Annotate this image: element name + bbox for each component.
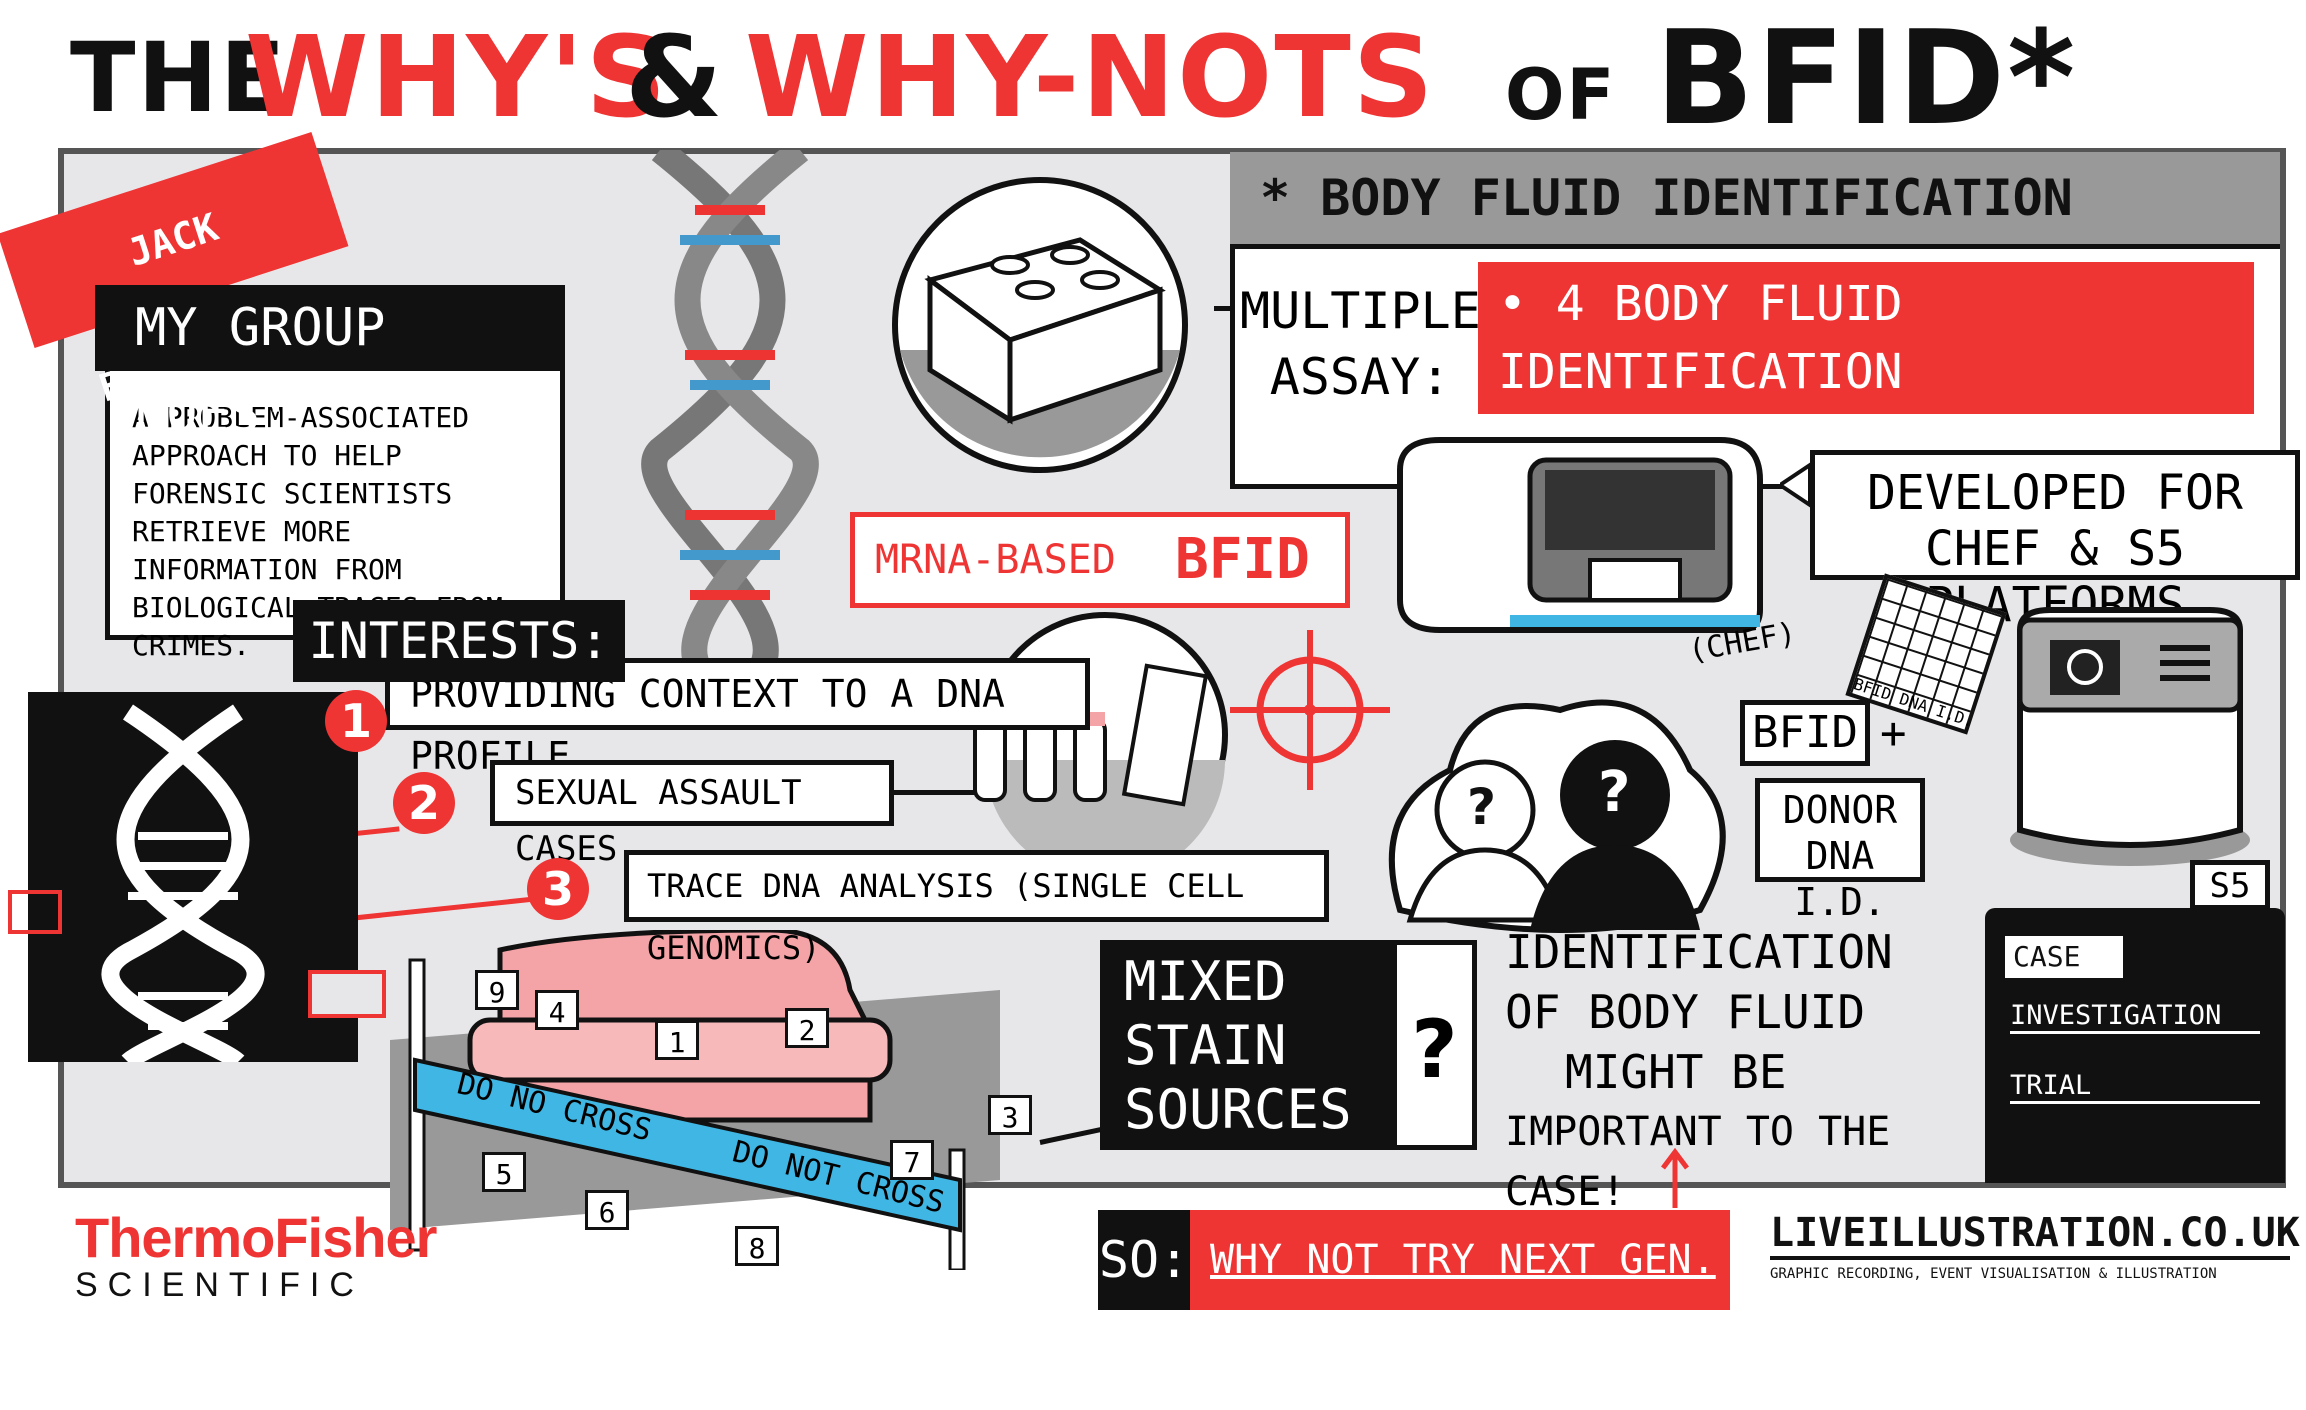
xray-clip-right [308,970,386,1018]
people-plus: + [1880,708,1907,759]
identification-line3: MIGHT BE [1565,1045,1787,1099]
evidence-marker-1: 1 [655,1020,699,1060]
illustration-credit: LIVEILLUSTRATION.CO.UK GRAPHIC RECORDING… [1770,1210,2300,1282]
title-ampersand: & [625,13,725,143]
case-folder: CASE INVESTIGATION TRIAL [1985,908,2285,1183]
case-tab: CASE [2005,936,2123,978]
developed-line2: CHEF & S5 PLATFORMS [1924,521,2186,633]
identification-line4: IMPORTANT TO THE CASE! [1505,1109,1891,1215]
chip-connector [1214,306,1244,311]
evidence-marker-4: 4 [535,990,579,1030]
s5-label: S5 [2190,860,2270,910]
mixed-stain-box: MIXED STAIN SOURCES [1100,940,1392,1150]
xray-clip-left [8,890,62,934]
title-word-whynots: WHY-NOTS [745,13,1436,143]
dna-xray-panel [28,692,358,1070]
mrna-label-part1: mRNA-BASED [875,537,1116,583]
group-description-text: A PROBLEM-ASSOCIATED APPROACH to HELP FO… [132,401,503,662]
thermofisher-line2: SCIENTIFIC [75,1266,364,1304]
evidence-marker-5: 5 [482,1152,526,1192]
evidence-marker-8: 8 [735,1226,779,1266]
evidence-marker-3: 3 [988,1095,1032,1135]
chip-circle-illustration [892,177,1188,473]
evidence-marker-9: 9 [475,970,519,1010]
developed-line1: DEVELOPED for [1867,465,2243,521]
dna-helix-illustration [641,150,819,670]
so-text: WHY NOT TRY NEXT GEN. BFID? [1190,1210,1730,1383]
interest-item-3: TRACE DNA ANALYSIS (SINGLE CELL GENOMICS… [624,850,1329,967]
identification-line1: IDENTIFICATION [1505,925,1893,979]
multiplex-label-line1: MULTIPLEX [1240,282,1511,340]
case-line-investigation: INVESTIGATION [2010,1000,2260,1034]
mixed-line1: MIXED [1124,950,1287,1013]
interest-2-connector [894,790,974,795]
definition-text: * BODY FLUID IDENTIFICATION [1260,169,2073,227]
interests-heading: INTERESTS: [293,600,625,682]
donor-line2: DNA I.D. [1794,834,1886,924]
tubes-circle-illustration [973,612,1228,860]
thermofisher-line1: ThermoFisher [75,1206,437,1269]
mixed-line2: STAIN [1124,1014,1287,1077]
multiplex-items: • 4 BODY FLUID IDENTIFICATION • DNA-PROF… [1478,262,2254,468]
thermofisher-logo: ThermoFisher SCIENTIFIC [75,1205,437,1305]
interest-number-2: 2 [393,772,455,834]
s5-instrument-illustration [2010,607,2250,866]
mixed-question-box: ? [1392,940,1477,1150]
evidence-marker-2: 2 [785,1008,829,1048]
evidence-marker-6: 6 [585,1190,629,1230]
mixed-line3: SOURCES [1124,1078,1352,1141]
people-bfid-label: BFID [1740,700,1870,766]
person-1-question: ? [1467,778,1497,836]
mrna-label-box: mRNA-BASED BFID [850,512,1350,608]
case-line-trial: TRIAL [2010,1070,2260,1104]
title-word-bfid: BFID* [1655,2,2078,154]
thought-bubble-illustration [1388,699,1726,933]
credit-site: LIVEILLUSTRATION.CO.UK [1770,1210,2300,1260]
mrna-label-part2: BFID [1175,527,1310,592]
so-label: SO: [1098,1210,1190,1310]
interest-number-1: 1 [325,690,387,752]
donor-line1: DONOR [1782,788,1898,832]
arrow-up-icon [1661,1148,1689,1208]
title-word-whys: WHY'S [245,13,669,143]
evidence-marker-7: 7 [890,1140,934,1180]
developed-box: DEVELOPED for CHEF & S5 PLATFORMS [1810,450,2300,633]
target-crosshair-icon [1230,630,1390,790]
multiplex-label-line2: ASSAY: [1269,348,1451,406]
person-2-question: ? [1598,760,1631,825]
group-heading: MY GROUP DOES: [95,285,565,444]
dna-xray-icon [101,704,265,1070]
multiplex-item-1: • 4 BODY FLUID IDENTIFICATION [1498,276,1903,400]
identification-text: IDENTIFICATION of BODY FLUID MIGHT BE IM… [1505,922,2025,1222]
credit-tagline: GRAPHIC RECORDING, EVENT VISUALISATION &… [1770,1266,2217,1282]
donor-dna-box: DONOR DNA I.D. [1755,778,1925,924]
title-word-of: OF [1505,54,1617,136]
identification-line2: of BODY FLUID [1505,985,1866,1039]
arrow-left-icon [1780,461,1812,509]
title-word-the: THE [70,22,288,134]
definition-header: * BODY FLUID IDENTIFICATION [1230,152,2280,249]
multiplex-label: MULTIPLEX ASSAY: [1240,278,1511,410]
interest-item-2: SEXUAL ASSAULT CASES [490,760,894,869]
interest-number-3: 3 [527,858,589,920]
chef-instrument-illustration [1397,437,1763,633]
